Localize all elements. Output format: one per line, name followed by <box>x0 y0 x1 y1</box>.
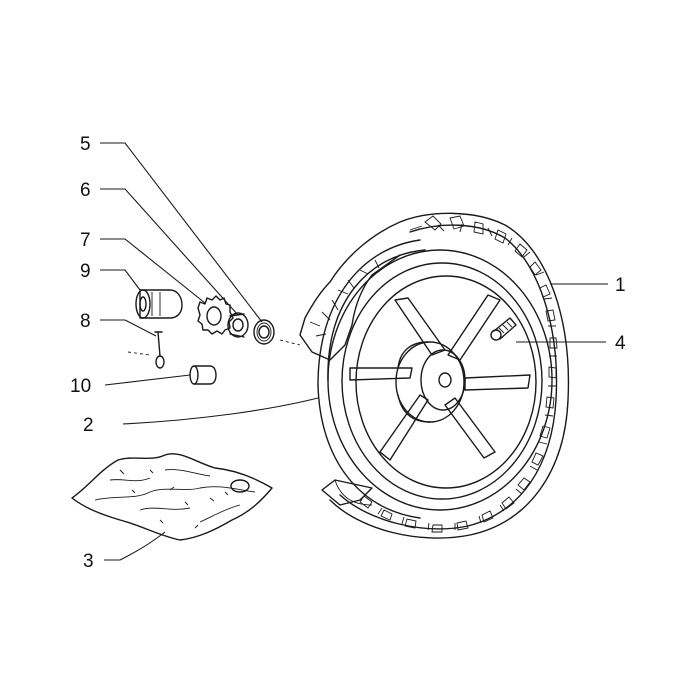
leader-2 <box>122 397 319 425</box>
rim-spokes <box>349 294 531 461</box>
part-7-toothed-ring <box>197 295 234 335</box>
leader-6 <box>100 188 239 316</box>
part-4-valve <box>490 317 517 341</box>
leader-10 <box>104 374 191 386</box>
leader-9 <box>100 269 141 291</box>
part-3-tube-patch <box>71 453 273 541</box>
callout-4: 4 <box>615 333 626 354</box>
leader-5 <box>100 142 263 323</box>
leader-8 <box>100 319 157 337</box>
leader-lines <box>100 142 608 561</box>
part-9-bushing <box>135 289 183 319</box>
callout-1: 1 <box>615 275 626 296</box>
part-5-seal-ring <box>253 319 275 345</box>
callout-9: 9 <box>80 261 91 282</box>
callout-8: 8 <box>80 311 91 332</box>
part-6-bearing <box>227 312 249 338</box>
callout-2: 2 <box>83 415 94 436</box>
callout-10: 10 <box>70 376 91 397</box>
tire-tread-pattern <box>359 215 558 533</box>
part-8-pin <box>127 331 165 369</box>
callout-6: 6 <box>80 180 91 201</box>
part-2-wheel-rim <box>317 239 553 519</box>
part-10-spacer <box>189 365 217 385</box>
leader-7 <box>100 238 206 304</box>
callout-5: 5 <box>80 134 91 155</box>
leader-3 <box>104 531 166 561</box>
callout-3: 3 <box>83 551 94 572</box>
callout-7: 7 <box>80 230 91 251</box>
callout-labels: 1 2 3 4 5 6 7 8 9 10 <box>70 134 626 572</box>
